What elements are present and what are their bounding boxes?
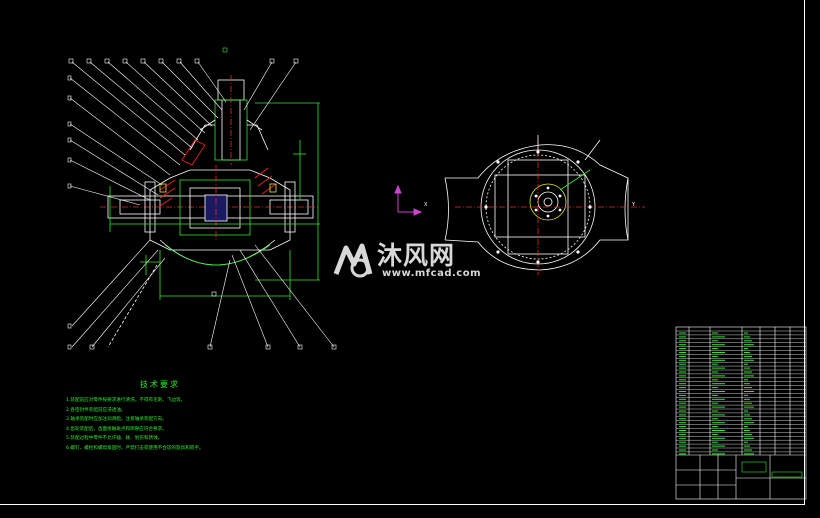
ucs-icon (394, 184, 423, 216)
tech-requirement-item: 5.装配过程中零件不允许磕、碰、划伤和锈蚀。 (66, 436, 163, 442)
tech-requirement-item: 3.轴承装配时应加注润滑脂，注意轴承装配方向。 (66, 417, 167, 423)
bom-rows (676, 330, 806, 453)
bom-text-marks (679, 332, 754, 455)
drawing-border-frame (0, 0, 805, 505)
watermark-url: www.mfcad.com (382, 268, 481, 279)
ucs-y-label: Y (632, 202, 636, 208)
watermark-logo-icon (333, 243, 373, 278)
tech-requirement-item: 2.各密封件装配前应浸透油。 (66, 407, 126, 413)
watermark-brand: 沐风网 (377, 241, 456, 270)
tech-requirement-item: 4.齿轮装配后，齿面接触斑点和侧隙应符合要求。 (66, 426, 167, 432)
tech-requirement-item: 6.螺钉、螺栓和螺母紧固时，严禁打击或使用不合适的旋具和扳手。 (66, 445, 204, 451)
tech-requirement-item: 1.装配前应对零件按要求进行清洗，不得有毛刺、飞边等。 (66, 398, 186, 403)
watermark: 沐风网 www.mfcad.com (330, 236, 495, 284)
tech-requirements-title: 技术要求 (140, 380, 180, 389)
tech-requirements-list: 1.装配前应对零件按要求进行清洗，不得有毛刺、飞边等。 2.各密封件装配前应浸透… (66, 396, 204, 454)
ucs-x-label: X (424, 202, 428, 208)
end-view (444, 135, 645, 275)
sectional-view (67, 47, 337, 350)
